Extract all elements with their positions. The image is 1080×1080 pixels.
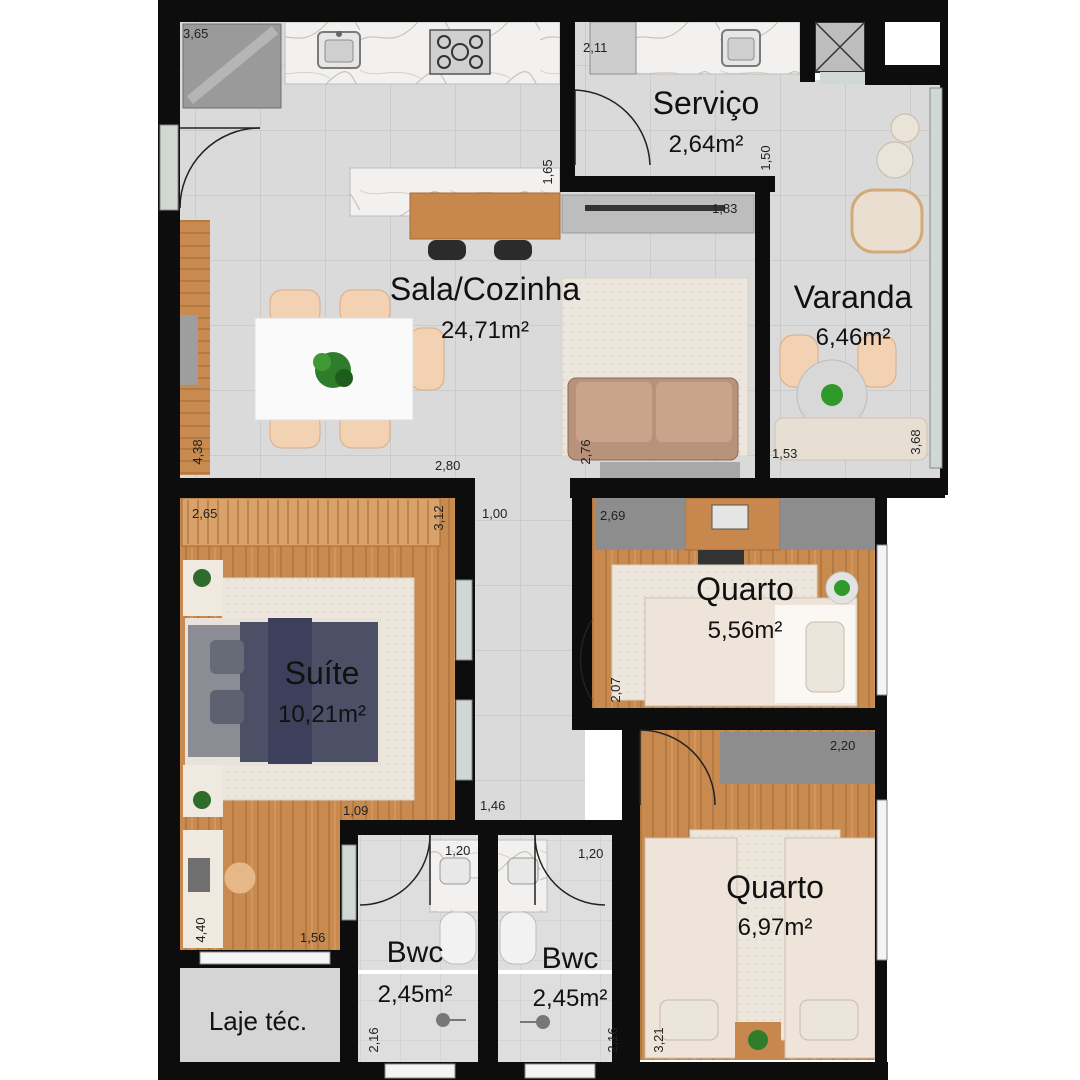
window (341, 844, 357, 921)
window (524, 1063, 596, 1079)
suite-closet (181, 497, 441, 547)
window (199, 951, 331, 965)
room-area-quarto2: 6,97m² (738, 914, 813, 941)
plant-icon (193, 569, 211, 809)
plant-icon (821, 384, 843, 406)
dim-label: 1,20 (578, 846, 603, 861)
room-area-sala: 24,71m² (441, 317, 529, 344)
dim-label: 2,11 (583, 40, 607, 55)
quarto2-wardrobe (720, 732, 875, 784)
shower-icon (436, 1013, 550, 1029)
dim-label: 4,40 (193, 917, 208, 942)
dim-label: 1,46 (480, 798, 505, 813)
bwc2-fixtures (496, 839, 548, 965)
room-area-servico: 2,64m² (669, 131, 744, 158)
window (455, 579, 473, 661)
room-area-bwc2: 2,45m² (533, 985, 608, 1012)
nightstand (183, 765, 223, 817)
dim-label: 1,53 (772, 446, 797, 461)
sink-icon (317, 31, 361, 69)
dim-label: 2,20 (830, 738, 855, 753)
room-label-sala: Sala/Cozinha (390, 271, 581, 307)
dim-label: 2,76 (578, 439, 593, 464)
quarto2-bed (644, 837, 876, 1059)
dim-label: 2,07 (608, 677, 623, 702)
window (876, 544, 888, 696)
dim-label: 4,38 (190, 439, 205, 464)
stove-icon (429, 29, 491, 75)
room-label-servico: Serviço (653, 85, 760, 121)
dim-label: 1,09 (343, 803, 368, 818)
room-area-bwc1: 2,45m² (378, 981, 453, 1008)
window (455, 699, 473, 781)
dim-label: 1,65 (540, 159, 555, 184)
tv-panel (561, 194, 755, 234)
dim-label: 3,68 (908, 429, 923, 454)
dim-label: 3,21 (651, 1027, 666, 1052)
bar-stool (428, 240, 532, 260)
plant-icon (748, 1030, 768, 1050)
dim-label: 2,69 (600, 508, 625, 523)
nightstand (183, 560, 223, 616)
dim-label: 2,16 (366, 1027, 381, 1052)
dim-label: 1,50 (758, 145, 773, 170)
room-label-bwc2: Bwc (542, 942, 599, 975)
room-label-quarto2: Quarto (726, 869, 824, 905)
window (384, 1063, 456, 1079)
window (159, 124, 179, 211)
dim-label: 1,56 (300, 930, 325, 945)
dim-label: 3,12 (431, 505, 446, 530)
dim-label: 2,65 (192, 506, 217, 521)
varanda-bench (774, 417, 928, 461)
room-label-suite: Suíte (285, 655, 360, 691)
window (876, 799, 888, 961)
window (929, 87, 943, 469)
room-label-laje: Laje téc. (209, 1006, 307, 1036)
plant-icon (313, 352, 353, 388)
dim-label: 2,80 (435, 458, 460, 473)
dim-label: 1,83 (712, 201, 737, 216)
dim-label: 1,20 (445, 843, 470, 858)
room-area-quarto1: 5,56m² (708, 617, 783, 644)
sofa (567, 377, 739, 461)
plant-icon (825, 571, 859, 605)
dim-label: 2,16 (605, 1027, 620, 1052)
varanda-armchair (850, 113, 924, 254)
bar-counter (409, 192, 561, 240)
door (179, 89, 716, 906)
suite-bed (185, 618, 380, 766)
sink-icon (721, 29, 761, 67)
room-area-varanda: 6,46m² (816, 324, 891, 351)
room-label-varanda: Varanda (794, 279, 913, 315)
floor-laje (180, 968, 340, 1068)
room-label-bwc1: Bwc (387, 936, 444, 969)
dim-label: 1,00 (482, 506, 507, 521)
dim-label: 3,65 (183, 26, 208, 41)
quarto1-bed (644, 597, 858, 707)
room-label-quarto1: Quarto (696, 571, 794, 607)
washer (589, 21, 637, 75)
room-area-suite: 10,21m² (278, 701, 366, 728)
